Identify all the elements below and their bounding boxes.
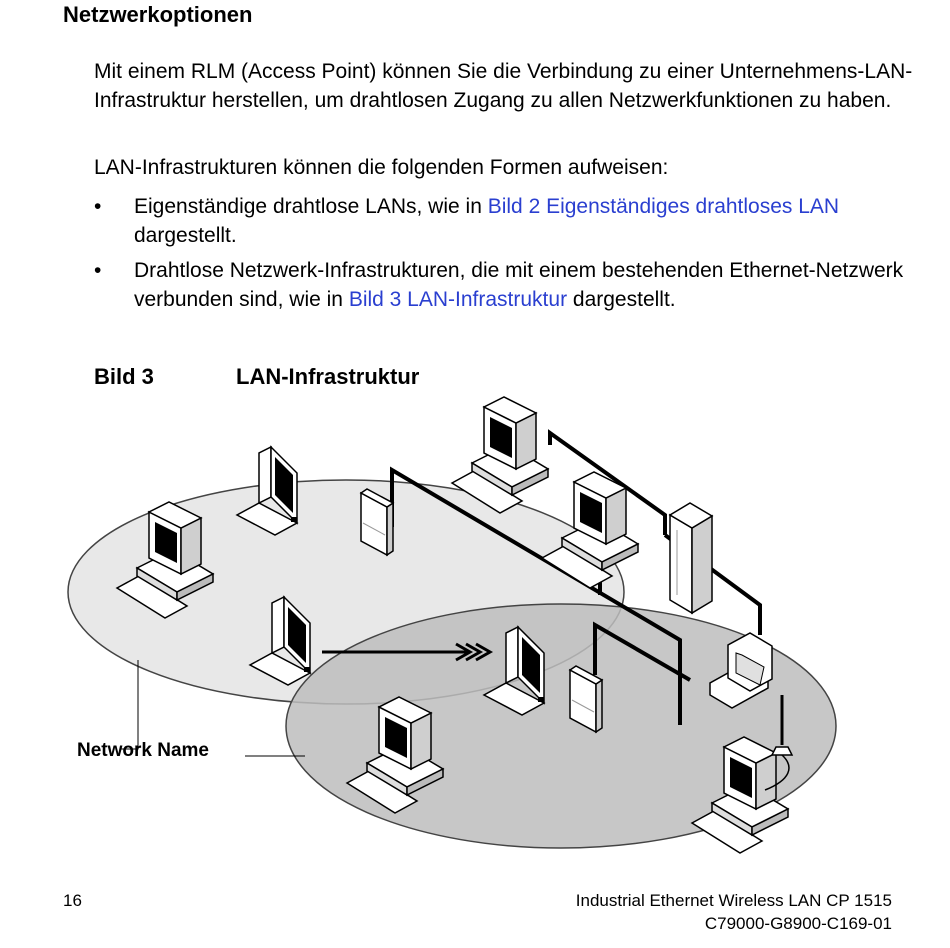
- bullet-2-text-before: Drahtlose Netzwerk-Infrastrukturen, die …: [134, 259, 904, 311]
- link-bild-3[interactable]: Bild 3 LAN-Infrastruktur: [348, 288, 568, 311]
- network-name-leader: [120, 660, 139, 750]
- section-title: Netzwerkoptionen: [63, 2, 253, 27]
- antenna-icon: [764, 695, 794, 791]
- server-tower: [668, 502, 714, 615]
- printer-icon: [709, 632, 773, 709]
- bullet-1-text-after: dargestellt.: [134, 224, 237, 247]
- link-bild-2[interactable]: Bild 2 Eigenständiges drahtloses LAN: [487, 195, 840, 218]
- figure-number: Bild 3: [94, 364, 154, 389]
- intro-paragraph: Mit einem RLM (Access Point) können Sie …: [94, 60, 913, 112]
- roaming-arrow: [322, 642, 494, 662]
- bullet-marker: •: [94, 195, 102, 218]
- bullet-item-1: Eigenständige drahtlose LANs, wie in Bil…: [134, 192, 924, 250]
- bullet-marker: •: [94, 259, 102, 282]
- network-name-label: Network Name: [77, 740, 209, 761]
- page-number: 16: [63, 891, 82, 910]
- lan-infrastructure-diagram: [67, 396, 837, 854]
- bullet-1-text-before: Eigenständige drahtlose LANs, wie in: [134, 195, 488, 218]
- forms-paragraph: LAN-Infrastrukturen können die folgenden…: [94, 156, 669, 179]
- bullet-item-2: Drahtlose Netzwerk-Infrastrukturen, die …: [134, 256, 924, 314]
- bullet-2-text-after: dargestellt.: [567, 288, 676, 311]
- footer-product: Industrial Ethernet Wireless LAN CP 1515: [575, 891, 892, 910]
- figure-title: LAN-Infrastruktur: [236, 364, 420, 389]
- footer-doc-id: C79000-G8900-C169-01: [704, 914, 892, 933]
